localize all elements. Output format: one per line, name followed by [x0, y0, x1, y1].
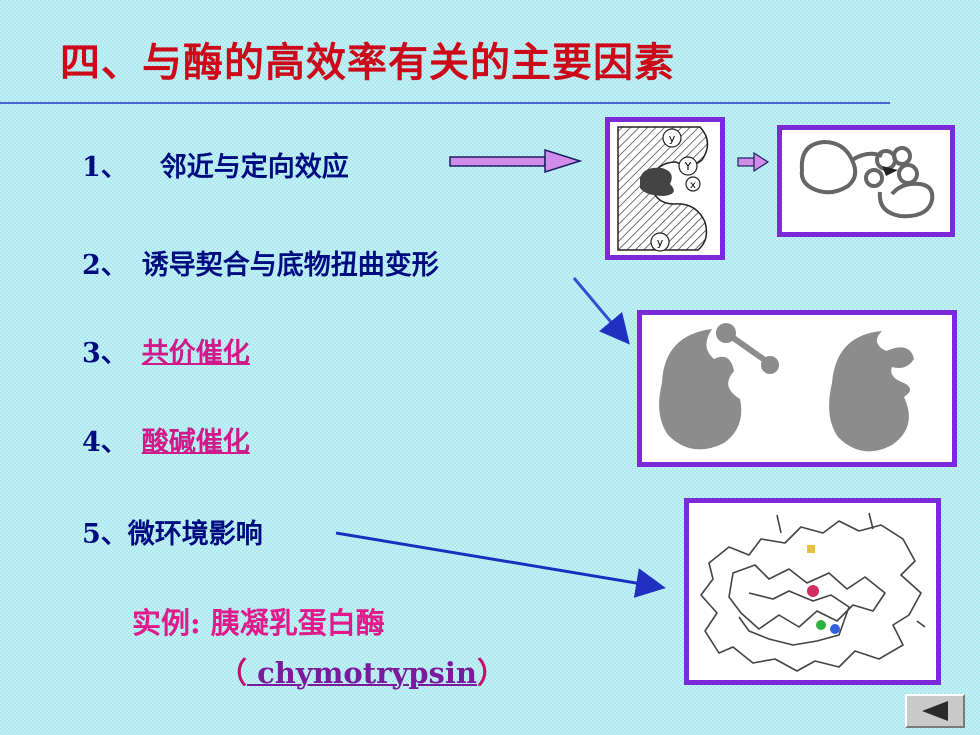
item-number: 4、 — [82, 427, 128, 458]
title-underline — [0, 102, 890, 104]
proximity-figure: y Y x y — [605, 117, 725, 260]
group-label: Y — [684, 160, 692, 173]
item-number: 1、 — [82, 152, 128, 183]
orientation-figure — [777, 125, 955, 237]
paren-close: ） — [476, 656, 506, 690]
chymotrypsin-structure-figure — [684, 498, 941, 685]
list-item-5: 5、微环境影响 — [82, 512, 263, 551]
left-triangle-icon — [922, 701, 948, 721]
group-label: x — [690, 180, 696, 191]
item-number: 3、 — [82, 338, 128, 369]
example-name: （ chymotrypsin） — [218, 650, 506, 692]
covalent-catalysis-link[interactable]: 共价催化 — [141, 338, 250, 369]
back-button[interactable] — [905, 694, 965, 728]
induced-fit-figure — [637, 310, 957, 467]
arrow-3-icon — [572, 277, 630, 345]
item-text: 邻近与定向效应 — [159, 152, 349, 183]
arrow-2-icon — [737, 151, 770, 173]
list-item-2: 2、诱导契合与底物扭曲变形 — [82, 243, 439, 282]
list-item-4: 4、酸碱催化 — [82, 420, 250, 459]
group-label: y — [657, 236, 664, 249]
item-number: 2、 — [82, 250, 128, 281]
enzyme-substrate-outline — [799, 139, 935, 219]
list-item-1: 1、邻近与定向效应 — [82, 145, 349, 184]
enzyme-conformation-diagram — [659, 323, 914, 452]
acid-base-catalysis-link[interactable]: 酸碱催化 — [141, 427, 250, 458]
list-item-3: 3、共价催化 — [82, 331, 250, 370]
arrow-1-icon — [449, 148, 583, 174]
paren-open: （ — [218, 656, 248, 690]
enzyme-pocket-diagram: y Y x y — [617, 126, 709, 252]
arrow-4-icon — [335, 531, 666, 598]
example-label: 实例: 胰凝乳蛋白酶 — [132, 606, 385, 640]
item-text: 微环境影响 — [127, 519, 263, 550]
slide-title: 四、与酶的高效率有关的主要因素 — [60, 39, 675, 86]
group-label: y — [669, 132, 676, 145]
protein-backbone-diagram — [700, 512, 926, 672]
item-number: 5、 — [82, 519, 128, 550]
item-text: 诱导契合与底物扭曲变形 — [141, 250, 439, 281]
chymotrypsin-link[interactable]: chymotrypsin — [247, 656, 477, 690]
